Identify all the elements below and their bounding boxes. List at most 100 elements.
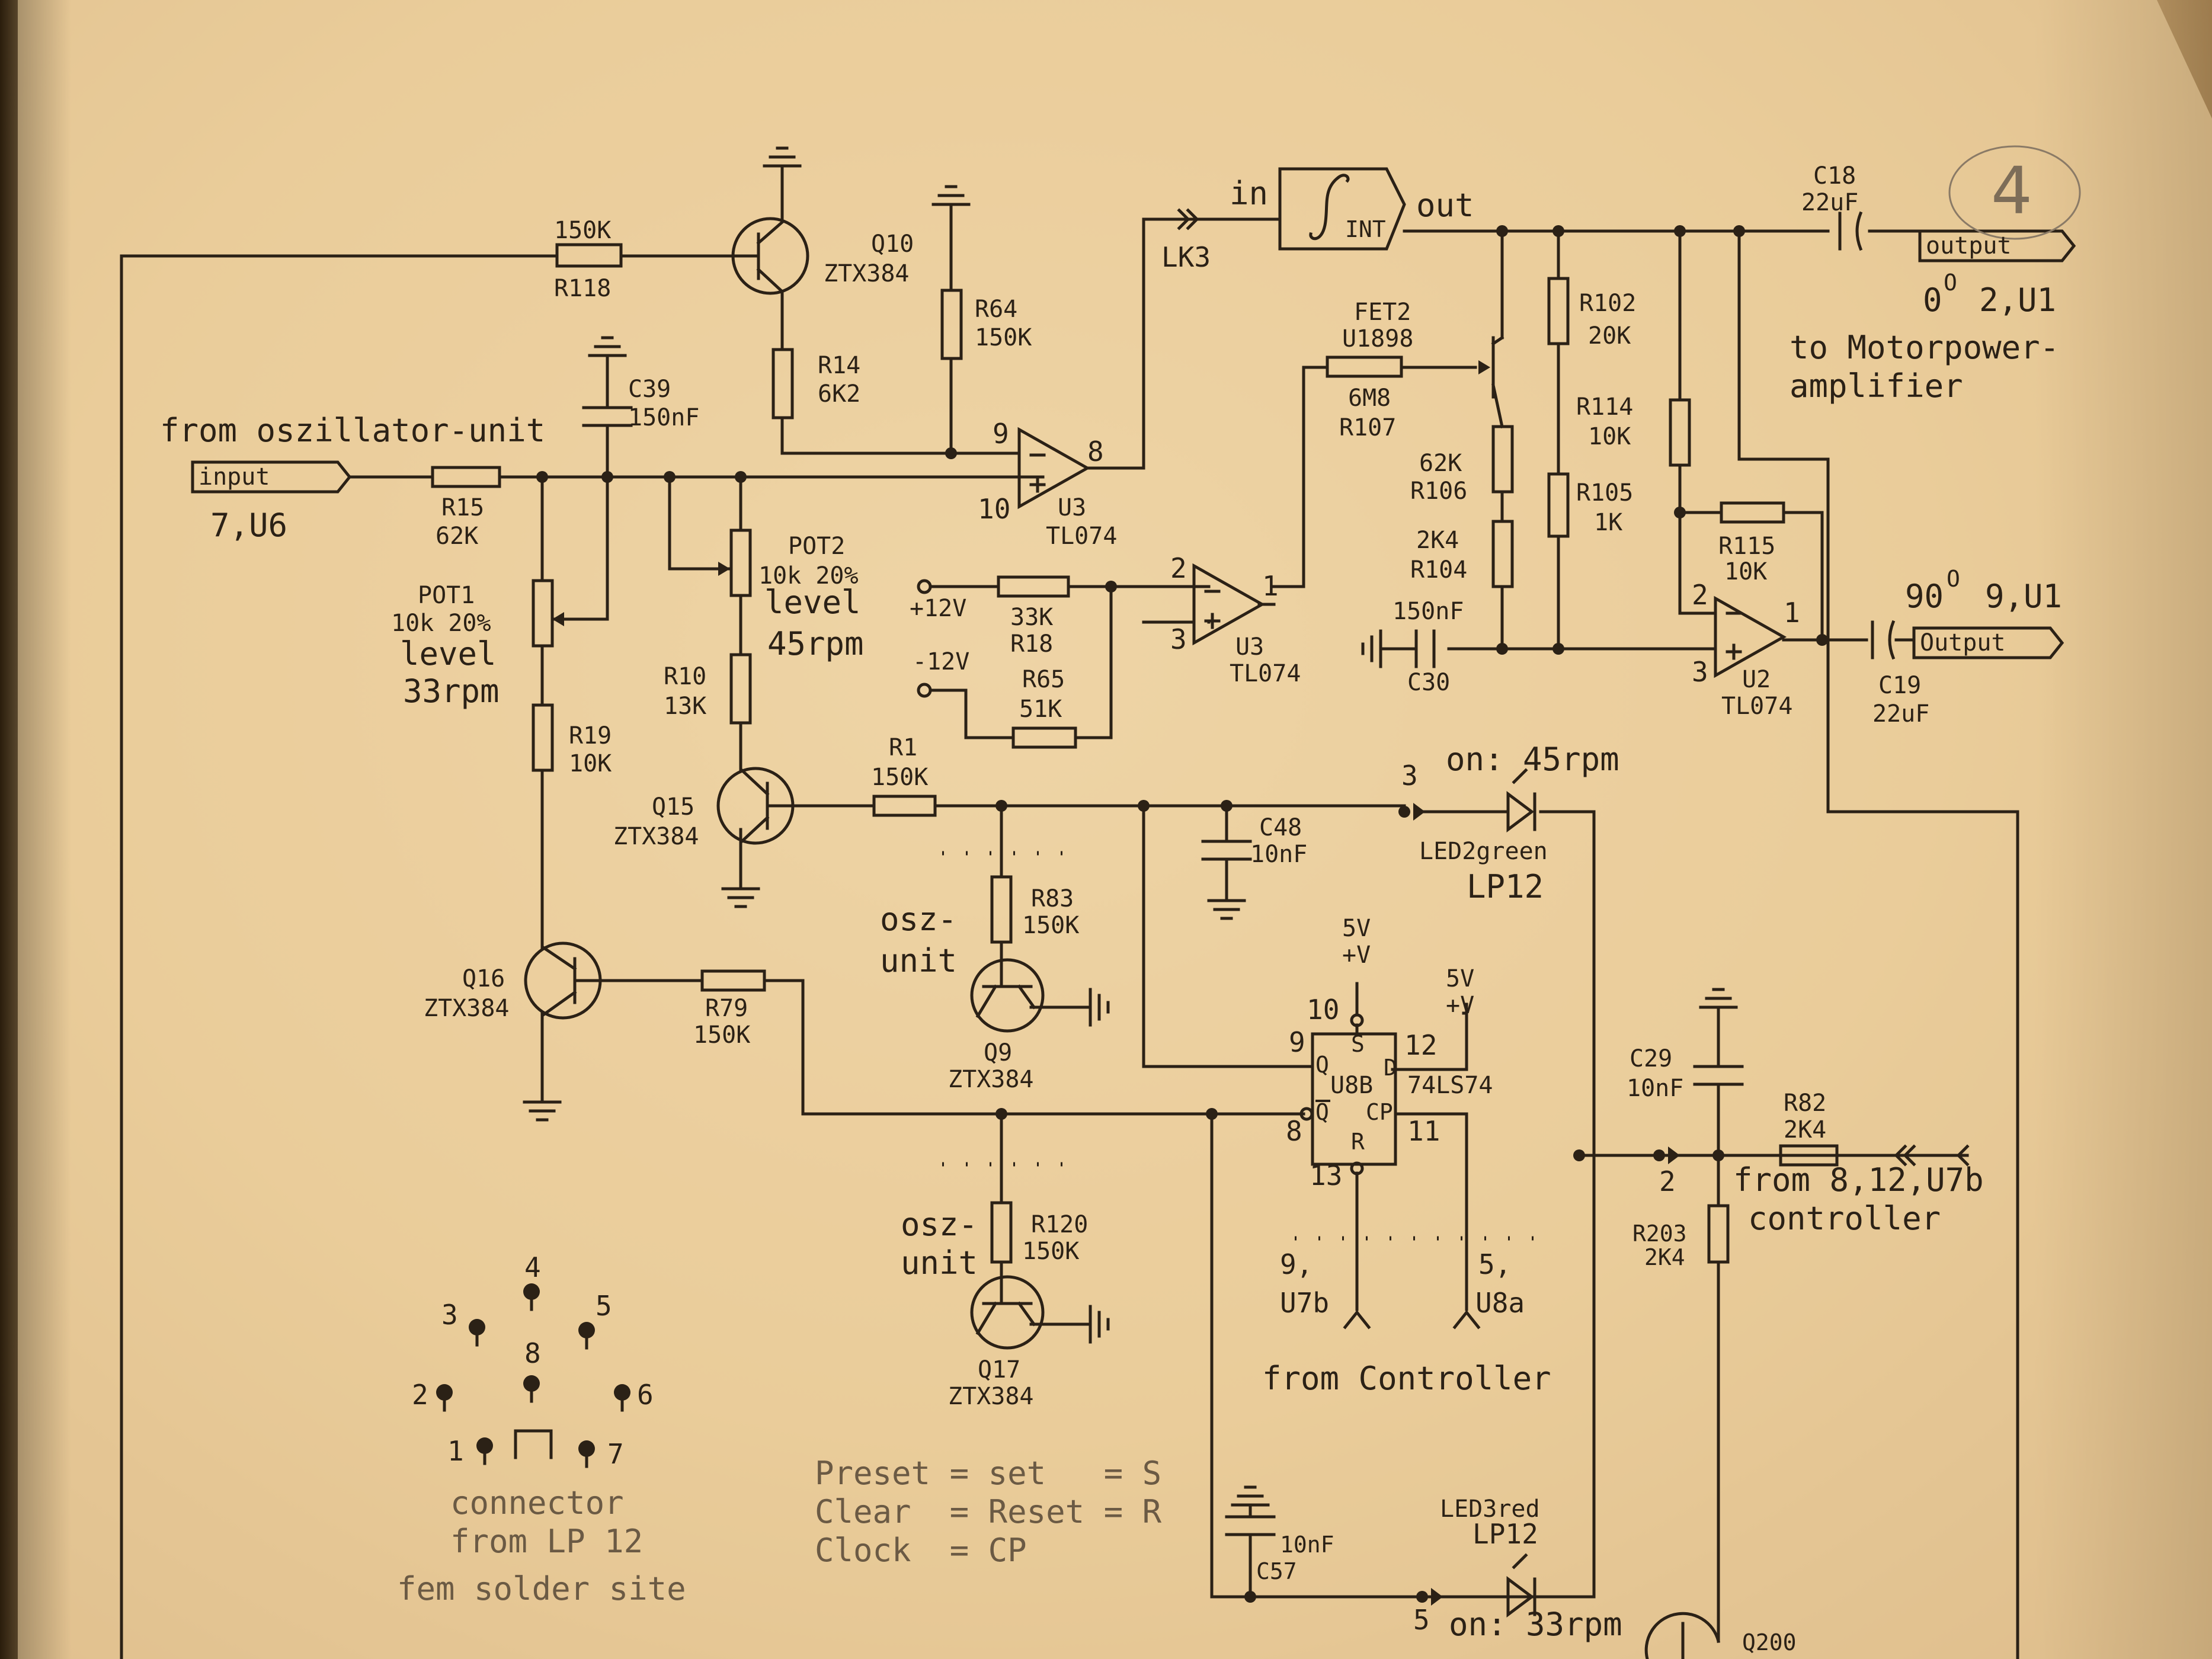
r64-ref: R64 xyxy=(975,296,1017,323)
osz-unit-1-line2: unit xyxy=(880,942,957,979)
controller-label: controller xyxy=(1748,1200,1941,1237)
c57-ref: C57 xyxy=(1256,1558,1297,1584)
output-tag-0deg-label: output xyxy=(1926,232,2012,260)
phase-0-value: 0 xyxy=(1923,281,1942,319)
resistor-r203 xyxy=(1707,1204,1730,1264)
from-u7b-label: from 8,12,U7b xyxy=(1733,1161,1984,1199)
u3a-pin9: 9 xyxy=(993,418,1009,450)
r82-ref: R82 xyxy=(1784,1090,1826,1117)
opamp-u3a xyxy=(1017,427,1091,510)
led3-pin: 5 xyxy=(1413,1604,1430,1636)
led2-ref: LED2green xyxy=(1419,838,1548,865)
u3a-pin8: 8 xyxy=(1087,435,1104,467)
osz-unit-2-line1: osz- xyxy=(901,1206,978,1243)
q10-type: ZTX384 xyxy=(824,260,910,287)
r105-ref: R105 xyxy=(1576,479,1633,507)
flipflop-u8b xyxy=(1142,982,1468,1176)
capacitor-c29 xyxy=(1693,1065,1744,1086)
resistor-r65 xyxy=(1011,726,1077,749)
legend-preset: Preset = set = S xyxy=(815,1455,1161,1492)
ground-c39 xyxy=(588,336,627,357)
port-tags xyxy=(191,229,2076,659)
resistor-r19 xyxy=(532,703,554,772)
u3b-pin2: 2 xyxy=(1170,552,1187,584)
u8b-type: 74LS74 xyxy=(1407,1072,1493,1099)
c29-ref: C29 xyxy=(1630,1045,1672,1072)
r107-value: 6M8 xyxy=(1348,385,1391,412)
ground-q9 xyxy=(1089,988,1110,1027)
transistor-q10 xyxy=(731,217,809,295)
r118-ref: R118 xyxy=(554,275,611,302)
legend-clear: Clear = Reset = R xyxy=(815,1493,1162,1530)
osz-unit-2-line2: unit xyxy=(901,1244,978,1282)
connector-caption-3: fem solder site xyxy=(397,1570,686,1607)
resistor-r115 xyxy=(1720,501,1785,524)
phase-90-degree: O xyxy=(1947,566,1960,592)
lk3-label: LK3 xyxy=(1161,241,1211,273)
r120-ref: R120 xyxy=(1031,1211,1088,1238)
ground-r64 xyxy=(931,185,971,206)
controller-arrows xyxy=(1343,1144,1970,1330)
from-osc-label: from oszillator-unit xyxy=(160,412,545,449)
connector-caption-1: connector xyxy=(450,1484,624,1522)
connector-pin-label-3: 3 xyxy=(441,1299,458,1331)
pot1-ref: POT1 xyxy=(418,582,475,609)
ground-c48 xyxy=(1207,899,1246,920)
phase-90-value: 90 xyxy=(1905,578,1944,615)
led2-pin: 3 xyxy=(1401,760,1418,792)
u8b-ref: U8B xyxy=(1330,1072,1373,1099)
legend-clock: Clock = CP xyxy=(815,1532,1027,1569)
r15-ref: R15 xyxy=(441,494,484,521)
resistor-r106 xyxy=(1491,425,1514,494)
sheet-number-circle xyxy=(1948,145,2081,240)
resistor-pot2 xyxy=(729,529,752,597)
controller-ref-9: 9, xyxy=(1280,1248,1313,1280)
controller-ref-u8a: U8a xyxy=(1475,1287,1525,1319)
u3b-pin1: 1 xyxy=(1262,570,1279,602)
ground-q17 xyxy=(1089,1305,1110,1344)
q9-type: ZTX384 xyxy=(948,1066,1034,1093)
r104-ref: R104 xyxy=(1410,556,1467,584)
u8b-qbar-pin: Q xyxy=(1315,1099,1329,1125)
connector-pin-5 xyxy=(578,1322,595,1350)
resistor-r15 xyxy=(431,466,501,488)
q15-type: ZTX384 xyxy=(613,823,699,850)
input-ref: 7,U6 xyxy=(210,507,287,544)
led-led2 xyxy=(1420,768,1536,832)
q17-ref: Q17 xyxy=(978,1356,1020,1383)
resistor-r107 xyxy=(1326,356,1403,378)
ground-q10 xyxy=(763,146,802,168)
from-controller-label: from Controller xyxy=(1262,1360,1551,1397)
resistor-r118 xyxy=(555,243,623,268)
ground-c57 xyxy=(1231,1485,1270,1507)
resistor-r120 xyxy=(990,1201,1013,1264)
connector-pin-7 xyxy=(578,1440,595,1468)
q200-ref: Q200 xyxy=(1742,1629,1797,1655)
paper-sheet xyxy=(18,0,2212,1659)
bus-pin-2: 2 xyxy=(1659,1165,1676,1197)
minus12v-label: -12V xyxy=(913,648,969,675)
r115-ref: R115 xyxy=(1718,533,1775,560)
opamp-u3b xyxy=(1142,563,1266,646)
connector-pin-8 xyxy=(523,1375,540,1403)
r102-value: 20K xyxy=(1588,322,1631,350)
r83-ref: R83 xyxy=(1031,885,1074,912)
junction-dots xyxy=(536,225,1828,1603)
resistor-pot1 xyxy=(532,579,554,648)
r114-ref: R114 xyxy=(1576,393,1633,421)
v5b-plus: +V xyxy=(1446,992,1474,1019)
r107-ref: R107 xyxy=(1339,414,1396,441)
v5a-label: 5V xyxy=(1342,915,1371,942)
c39-ref: C39 xyxy=(628,376,671,403)
u2-pin1: 1 xyxy=(1784,597,1800,629)
ground-q15 xyxy=(721,887,760,908)
ground-symbols xyxy=(523,146,1738,1507)
u8b-set-pin: S xyxy=(1351,1031,1365,1057)
leds xyxy=(1398,768,1680,1618)
int-in-label: in xyxy=(1230,175,1268,212)
pot2-ref: POT2 xyxy=(788,533,845,560)
u8b-pin8: 8 xyxy=(1286,1115,1302,1147)
u3b-type: TL074 xyxy=(1230,660,1301,687)
u2-pin2: 2 xyxy=(1692,579,1708,611)
